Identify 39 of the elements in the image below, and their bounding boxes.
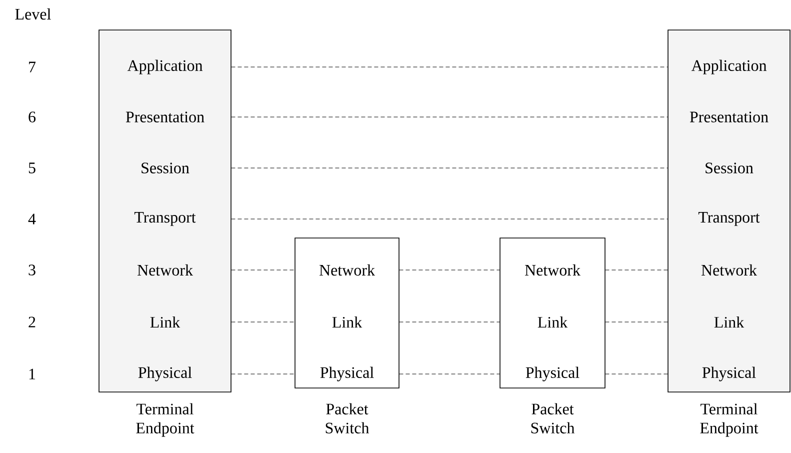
layer-label: Physical bbox=[138, 366, 192, 382]
layer-label: Link bbox=[714, 316, 744, 328]
layer-label: Presentation bbox=[690, 112, 768, 122]
level-number: 7 bbox=[29, 62, 36, 72]
dashed-line bbox=[230, 218, 668, 220]
column-heading: Level bbox=[15, 8, 51, 20]
stack-box bbox=[98, 30, 232, 392]
layer-label: Transport bbox=[134, 212, 196, 226]
layer-label: Link bbox=[332, 316, 362, 328]
dashed-line bbox=[230, 66, 668, 68]
level-number: 4 bbox=[28, 214, 36, 224]
layer-label: Network bbox=[137, 264, 193, 276]
level-number: 6 bbox=[28, 112, 36, 122]
layer-label: Network bbox=[701, 264, 757, 276]
layer-label: Transport bbox=[698, 212, 760, 226]
stack-box bbox=[500, 238, 606, 388]
level-number: 3 bbox=[28, 264, 36, 276]
box-caption: Terminal Endpoint bbox=[700, 403, 758, 437]
layer-label: Link bbox=[538, 316, 568, 328]
layer-label: Link bbox=[150, 316, 180, 328]
layer-label: Physical bbox=[320, 366, 374, 382]
box-caption: Terminal Endpoint bbox=[136, 403, 194, 437]
layer-label: Session bbox=[706, 162, 754, 174]
box-caption: Packet Switch bbox=[531, 403, 575, 434]
layer-label: Network bbox=[319, 264, 375, 276]
stack-box bbox=[668, 30, 790, 392]
level-number: 5 bbox=[28, 162, 36, 174]
box-caption: Packet Switch bbox=[326, 403, 370, 434]
layer-label: Application bbox=[127, 60, 203, 74]
layer-label: Presentation bbox=[126, 112, 204, 122]
dashed-line bbox=[230, 116, 668, 118]
level-number: 1 bbox=[29, 368, 36, 380]
layer-label: Network bbox=[524, 264, 580, 276]
stack-box bbox=[294, 238, 400, 388]
layer-label: Physical bbox=[526, 366, 580, 382]
layer-label: Physical bbox=[702, 366, 756, 382]
layer-label: Session bbox=[142, 162, 190, 174]
level-number: 2 bbox=[28, 316, 36, 328]
layer-label: Application bbox=[691, 60, 767, 74]
